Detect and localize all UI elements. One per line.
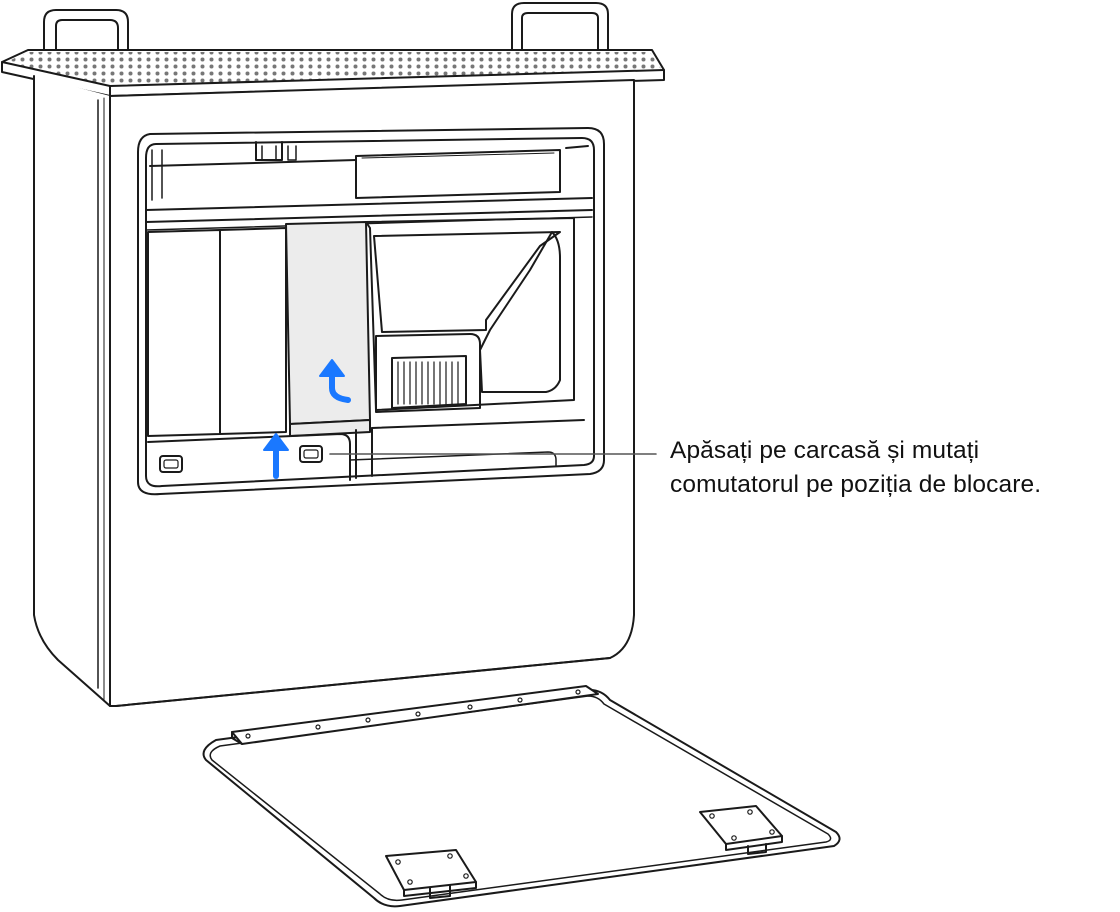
callout-line-2: comutatorul pe poziția de blocare. — [670, 471, 1042, 498]
callout-line-1: Apăsați pe carcasă și mutați — [670, 437, 980, 464]
housing-foot-left — [385, 849, 477, 899]
tower-bottom-edge — [115, 657, 611, 707]
module-slots — [147, 221, 371, 437]
top-compartment — [149, 141, 589, 201]
lock-switch-right — [299, 445, 323, 463]
lock-switch-left — [159, 455, 183, 473]
housing-panel — [202, 685, 841, 908]
callout-label: Apăsați pe carcasă și mutați comutatorul… — [670, 434, 1115, 502]
curved-arrow-icon — [319, 359, 351, 403]
mpx-module — [365, 217, 575, 413]
top-handles — [43, 2, 609, 81]
housing-foot-right — [699, 805, 783, 855]
arrow-up-icon — [263, 433, 289, 479]
